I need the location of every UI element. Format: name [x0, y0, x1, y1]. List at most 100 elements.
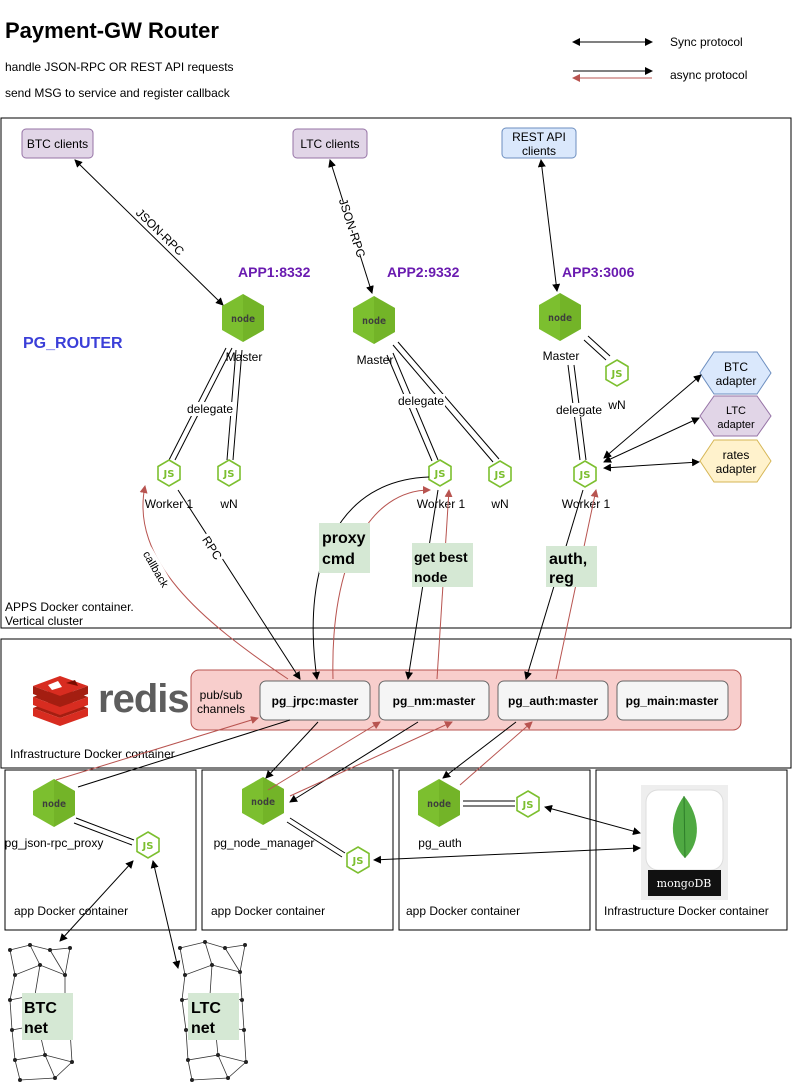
- jsonrpc-mid-label: JSON-RPC: [336, 197, 368, 260]
- rates-adapter-label-2: adapter: [716, 462, 757, 476]
- app2-wn-label: wN: [490, 497, 508, 511]
- proxy-cmd-label-2: cmd: [322, 551, 355, 568]
- rest-clients-label-2: clients: [522, 144, 556, 158]
- rates-adapter-arrow: [603, 458, 700, 472]
- pubsub-label-2: channels: [197, 702, 245, 716]
- redis-logo: redis: [33, 676, 190, 726]
- app2-worker-label: Worker 1: [417, 497, 466, 511]
- page-title: Payment-GW Router: [5, 18, 219, 43]
- app3-delegate-label: delegate: [556, 403, 602, 417]
- app1-worker-js-icon: [157, 459, 181, 487]
- proxy-container-label: app Docker container: [14, 904, 128, 918]
- legend-async-label: async protocol: [670, 68, 747, 82]
- callback-bg: [138, 546, 174, 592]
- app2-master-node-icon: [353, 296, 395, 344]
- btc-net-label-2: net: [24, 1020, 49, 1037]
- pg-router-label: PG_ROUTER: [23, 335, 123, 352]
- ltc-clients-label: LTC clients: [300, 137, 359, 151]
- app2-worker-js-icon: [428, 459, 452, 487]
- btc-adapter-arrow: [603, 374, 702, 459]
- get-best-node-note: get best node: [412, 543, 473, 587]
- channel-pg-auth-label: pg_auth:master: [508, 694, 598, 708]
- proxy-cmd-label-1: proxy: [322, 530, 366, 547]
- manager-jrpc-callback-arrow: [267, 721, 381, 791]
- nm-manager-arrow: [289, 721, 419, 803]
- redis-wordmark: redis: [98, 677, 189, 721]
- auth-service-callback-arrow: [459, 721, 533, 786]
- ltc-net-arrow: [150, 860, 181, 969]
- btc-net-label-1: BTC: [24, 1000, 57, 1017]
- app3-worker-js-icon: [573, 460, 597, 488]
- ltc-adapter-label-2: adapter: [717, 419, 755, 431]
- btc-adapter-label-2: adapter: [716, 374, 757, 388]
- proxy-redis-callback-arrow: [55, 716, 259, 781]
- channel-pg-nm: pg_nm:master: [378, 680, 490, 721]
- app1-label: APP1:8332: [238, 264, 311, 280]
- ltc-adapter-box: LTC adapter: [699, 395, 772, 437]
- channel-pg-jrpc-label: pg_jrpc:master: [272, 694, 359, 708]
- mongodb-logo: mongoDB: [641, 785, 728, 900]
- manager-worker-lines: [286, 817, 346, 858]
- auth-mongo-arrow: [544, 804, 641, 836]
- channel-pg-jrpc: pg_jrpc:master: [259, 680, 371, 721]
- manager-nm-callback-arrow: [289, 721, 453, 797]
- proxy-node-icon: [33, 779, 75, 827]
- ltc-clients-box: LTC clients: [292, 128, 368, 159]
- jsonrpc-left-label: JSON-RPC: [133, 206, 187, 259]
- rest-clients-label-1: REST API: [512, 130, 566, 144]
- ltc-net-label-1: LTC: [191, 1000, 221, 1017]
- auth-reg-note: auth, reg: [546, 546, 597, 587]
- app2-master-label: Master: [357, 353, 394, 367]
- redis-container-label: Infrastructure Docker container: [10, 747, 175, 761]
- btc-net-arrow: [59, 860, 134, 942]
- apps-container: [0, 117, 792, 629]
- btc-net-label: BTC net: [22, 993, 73, 1040]
- btc-client-arrow: [74, 159, 224, 306]
- auth-service-arrow: [442, 721, 517, 779]
- auth-reg-label-1: auth,: [549, 551, 587, 568]
- app3-delegate-bg: [555, 403, 603, 417]
- jrpc-manager-arrow: [265, 721, 319, 779]
- jsonrpc-mid-bg: [336, 200, 368, 256]
- subtitle-line-1: handle JSON-RPC OR REST API requests: [5, 60, 234, 74]
- app2-wn-js-icon: [488, 460, 512, 488]
- auth-container-label: app Docker container: [406, 904, 520, 918]
- ltc-adapter-arrow: [603, 417, 700, 463]
- app1-worker-label: Worker 1: [145, 497, 194, 511]
- app2-delegate-label: delegate: [398, 394, 444, 408]
- rpc-arrow: [177, 489, 301, 680]
- mongodb-wordmark: mongoDB: [657, 877, 712, 890]
- rest-client-arrow: [537, 159, 561, 292]
- channel-pg-main-label: pg_main:master: [626, 694, 719, 708]
- btc-adapter-label-1: BTC: [724, 360, 748, 374]
- app1-delegate-label: delegate: [187, 402, 233, 416]
- apps-container-label-2: Vertical cluster: [5, 614, 83, 628]
- app3-worker-label: Worker 1: [562, 497, 611, 511]
- proxy-label: pg_json-rpc_proxy: [5, 836, 104, 850]
- rates-adapter-label-1: rates: [723, 448, 750, 462]
- app2-label: APP2:9332: [387, 264, 460, 280]
- auth-node-icon: [418, 779, 460, 827]
- app3-master-node-icon: [539, 293, 581, 341]
- auth-worker-js-icon: [516, 790, 540, 818]
- app3-label: APP3:3006: [562, 264, 635, 280]
- manager-label: pg_node_manager: [214, 836, 315, 850]
- ltc-adapter-label-1: LTC: [726, 405, 746, 417]
- auth-label: pg_auth: [418, 836, 461, 850]
- manager-mongo-arrow: [373, 844, 641, 864]
- mongo-container-label: Infrastructure Docker container: [604, 904, 769, 918]
- legend-sync-label: Sync protocol: [670, 35, 743, 49]
- jsonrpc-left-bg: [135, 208, 185, 256]
- best-node-label-2: node: [414, 569, 448, 585]
- manager-worker-js-icon: [346, 846, 370, 874]
- auth-worker-lines: [463, 800, 515, 807]
- channel-pg-auth: pg_auth:master: [497, 680, 609, 721]
- manager-container-label: app Docker container: [211, 904, 325, 918]
- proxy-worker-js-icon: [136, 831, 160, 859]
- rates-adapter-box: rates adapter: [699, 439, 772, 483]
- proxy-cmd-arrow: [312, 476, 430, 680]
- app2-delegate-bg: [397, 394, 445, 408]
- app1-wn-js-icon: [217, 459, 241, 487]
- subtitle-line-2: send MSG to service and register callbac…: [5, 86, 231, 100]
- app3-wn-label: wN: [607, 398, 625, 412]
